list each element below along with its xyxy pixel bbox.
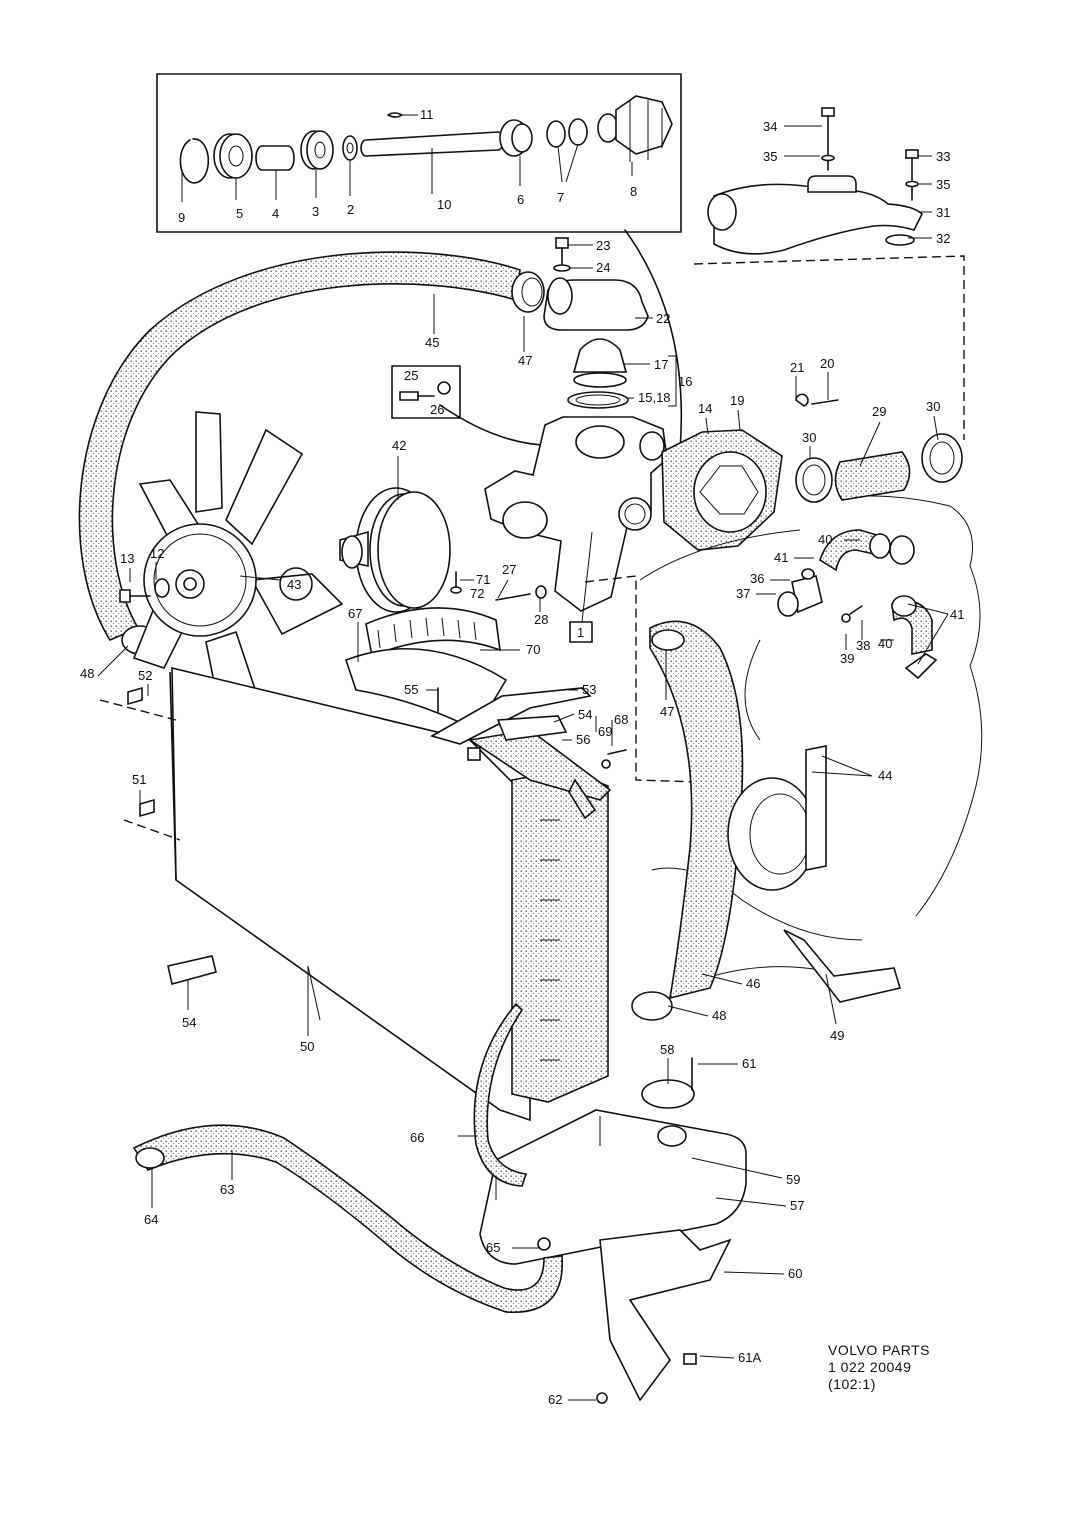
callout-48: 48 <box>80 666 94 681</box>
water-pump-housing <box>484 416 668 612</box>
callout-47: 47 <box>660 704 674 719</box>
callout-46: 46 <box>746 976 760 991</box>
callout-12: 12 <box>150 546 164 561</box>
callout-5: 5 <box>236 206 243 221</box>
callout-15-18: 15,18 <box>638 390 671 405</box>
water-pump-inset <box>156 73 682 233</box>
callout-71: 71 <box>476 572 490 587</box>
footer-page-code: (102:1) <box>828 1376 876 1392</box>
callout-65: 65 <box>486 1240 500 1255</box>
callout-60: 60 <box>788 1266 802 1281</box>
callout-40: 40 <box>818 532 832 547</box>
leader-lines <box>97 125 949 1401</box>
callout-2: 2 <box>347 202 354 217</box>
callout-4: 4 <box>272 206 279 221</box>
callout-41: 41 <box>950 607 964 622</box>
callout-37: 37 <box>736 586 750 601</box>
callout-10: 10 <box>437 197 451 212</box>
radiator <box>169 666 612 1122</box>
callout-54: 54 <box>578 707 592 722</box>
callout-52: 52 <box>138 668 152 683</box>
callout-43: 43 <box>287 577 301 592</box>
callout-59: 59 <box>786 1172 800 1187</box>
callout-3: 3 <box>312 204 319 219</box>
callout-72: 72 <box>470 586 484 601</box>
callout-51: 51 <box>132 772 146 787</box>
expansion-tank <box>479 1079 747 1265</box>
callout-40: 40 <box>878 636 892 651</box>
callout-62: 62 <box>548 1392 562 1407</box>
callout-6: 6 <box>517 192 524 207</box>
callout-56: 56 <box>576 732 590 747</box>
footer-brand: VOLVO PARTS <box>828 1342 930 1358</box>
callout-34: 34 <box>763 119 777 134</box>
callout-32: 32 <box>936 231 950 246</box>
callout-33: 33 <box>936 149 950 164</box>
callout-67: 67 <box>348 606 362 621</box>
callout-38: 38 <box>856 638 870 653</box>
callout-1: 1 <box>577 625 584 640</box>
callout-47: 47 <box>518 353 532 368</box>
callout-30: 30 <box>926 399 940 414</box>
callout-63: 63 <box>220 1182 234 1197</box>
callout-28: 28 <box>534 612 548 627</box>
footer-part-number: 1 022 20049 <box>828 1359 911 1375</box>
callout-16: 16 <box>678 374 692 389</box>
callout-19: 19 <box>730 393 744 408</box>
callout-57: 57 <box>790 1198 804 1213</box>
callout-24: 24 <box>596 260 610 275</box>
callout-66: 66 <box>410 1130 424 1145</box>
callout-23: 23 <box>596 238 610 253</box>
callout-61A: 61A <box>738 1350 761 1365</box>
callout-55: 55 <box>404 682 418 697</box>
callout-53: 53 <box>582 682 596 697</box>
callout-64: 64 <box>144 1212 158 1227</box>
callout-14: 14 <box>698 401 712 416</box>
callout-39: 39 <box>840 651 854 666</box>
callout-20: 20 <box>820 356 834 371</box>
callout-21: 21 <box>790 360 804 375</box>
callout-69: 69 <box>598 724 612 739</box>
callout-26: 26 <box>430 402 444 417</box>
callout-27: 27 <box>502 562 516 577</box>
callout-25: 25 <box>404 368 418 383</box>
callout-7: 7 <box>557 190 564 205</box>
callout-42: 42 <box>392 438 406 453</box>
callout-41: 41 <box>774 550 788 565</box>
callout-17: 17 <box>654 357 668 372</box>
callout-13: 13 <box>120 551 134 566</box>
lower-radiator-hose <box>631 620 744 1021</box>
callout-labels: 11 10 9 5 4 3 2 6 7 8 34 35 33 35 31 32 … <box>80 107 964 1407</box>
callout-22: 22 <box>656 311 670 326</box>
callout-31: 31 <box>936 205 950 220</box>
callout-29: 29 <box>872 404 886 419</box>
callout-45: 45 <box>425 335 439 350</box>
callout-8: 8 <box>630 184 637 199</box>
callout-50: 50 <box>300 1039 314 1054</box>
callout-48: 48 <box>712 1008 726 1023</box>
callout-35: 35 <box>763 149 777 164</box>
callout-11: 11 <box>420 107 434 122</box>
callout-30: 30 <box>802 430 816 445</box>
callout-9: 9 <box>178 210 185 225</box>
parts-reference-block: VOLVO PARTS 1 022 20049 (102:1) <box>828 1342 930 1392</box>
callout-35: 35 <box>936 177 950 192</box>
callout-70: 70 <box>526 642 540 657</box>
callout-54: 54 <box>182 1015 196 1030</box>
callout-68: 68 <box>614 712 628 727</box>
callout-44: 44 <box>878 768 892 783</box>
callout-61: 61 <box>742 1056 756 1071</box>
callout-49: 49 <box>830 1028 844 1043</box>
callout-58: 58 <box>660 1042 674 1057</box>
callout-36: 36 <box>750 571 764 586</box>
